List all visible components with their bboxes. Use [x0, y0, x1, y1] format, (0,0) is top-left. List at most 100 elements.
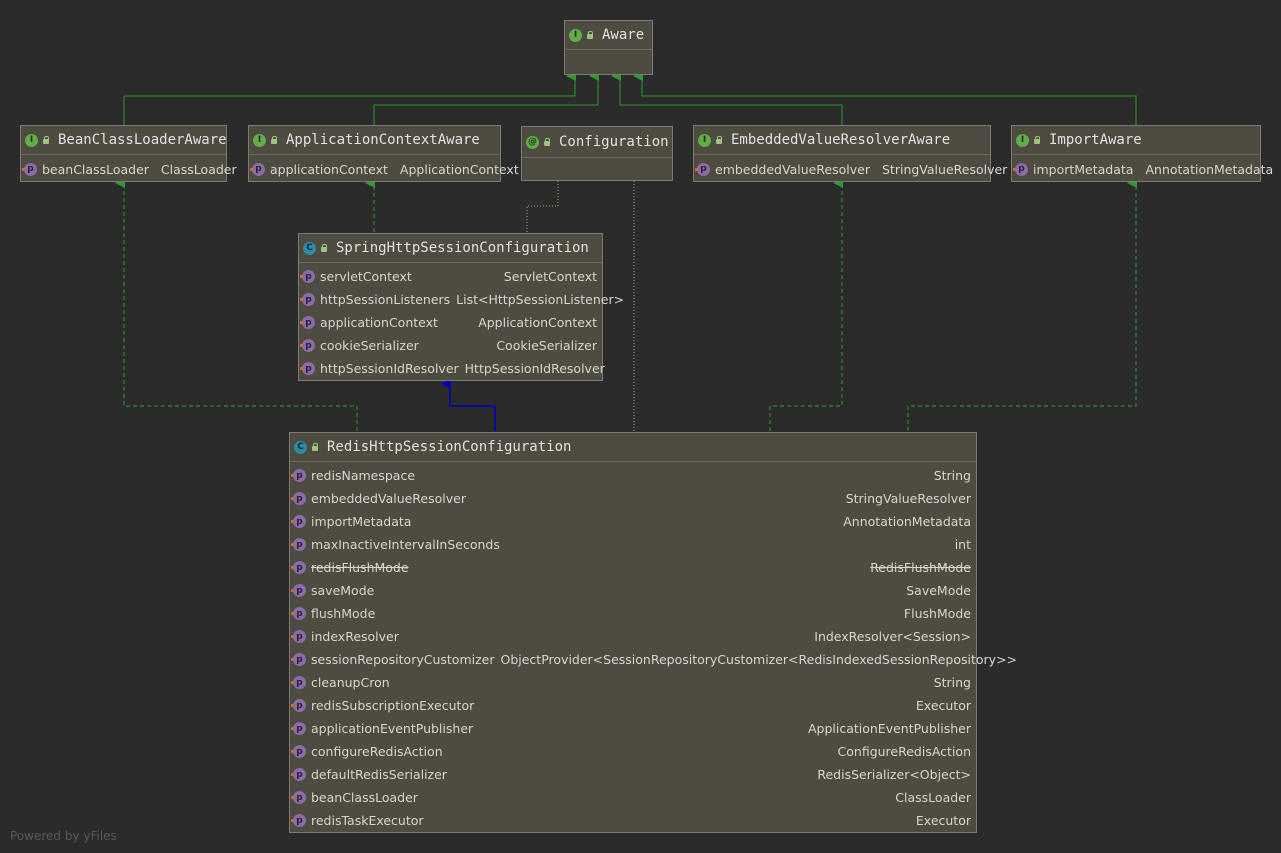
field-row[interactable]: p httpSessionListeners List<HttpSessionLis…: [299, 288, 624, 311]
field-type: ObjectProvider<SessionRepositoryCustomiz…: [500, 652, 1018, 667]
field-type: SaveMode: [906, 583, 971, 598]
field-name: sessionRepositoryCustomizer: [311, 652, 495, 667]
edge-beanclassloaderaware-to-aware: [123, 71, 576, 125]
field-type: String: [933, 468, 971, 483]
annotation-icon: @: [526, 135, 539, 149]
node-embedded-value-resolver-aware-header: I EmbeddedValueResolverAware: [694, 126, 990, 155]
field-type: Executor: [915, 813, 971, 828]
node-aware[interactable]: I Aware: [564, 20, 653, 75]
node-title: Aware: [602, 27, 645, 43]
lock-icon: [543, 138, 551, 146]
lock-icon: [715, 136, 723, 144]
property-icon: p: [291, 676, 306, 689]
property-icon: p: [291, 630, 306, 643]
field-name: importMetadata: [311, 514, 412, 529]
field-row[interactable]: p redisNamespace String: [290, 464, 976, 487]
property-icon: p: [291, 492, 306, 505]
property-icon: p: [250, 162, 265, 176]
field-type: AnnotationMetadata: [843, 514, 971, 529]
node-aware-header: I Aware: [565, 21, 652, 50]
property-icon: p: [291, 607, 306, 620]
field-type: Executor: [915, 698, 971, 713]
node-title: ApplicationContextAware: [286, 132, 480, 148]
node-title: EmbeddedValueResolverAware: [731, 132, 951, 148]
field-type: StringValueResolver: [882, 161, 1008, 177]
edge-redishttpsessionconfiguration-to-beanclassloaderaware: [115, 178, 358, 431]
interface-icon: I: [253, 133, 266, 147]
interface-icon: I: [698, 133, 711, 147]
edge-redishttpsessionconfiguration-extends-springhttpsessionconfiguration: [441, 379, 496, 431]
watermark: Powered by yFiles: [10, 829, 117, 843]
field-type: ApplicationContext: [399, 161, 519, 177]
class-icon: C: [294, 440, 307, 454]
node-configuration-header: @ Configuration: [522, 127, 672, 158]
field-name: indexResolver: [311, 629, 399, 644]
field-name: beanClassLoader: [311, 790, 418, 805]
field-name: httpSessionListeners: [320, 292, 451, 307]
field-type: StringValueResolver: [845, 491, 971, 506]
lock-icon: [320, 244, 328, 252]
property-icon: p: [300, 293, 315, 306]
node-configuration[interactable]: @ Configuration: [521, 126, 673, 181]
field-name: redisTaskExecutor: [311, 813, 424, 828]
field-name: redisNamespace: [311, 468, 416, 483]
property-icon: p: [291, 469, 306, 482]
field-name: redisFlushMode: [311, 560, 409, 575]
field-type: ConfigureRedisAction: [837, 744, 971, 759]
field-type: int: [954, 537, 971, 552]
property-icon: p: [695, 162, 710, 176]
field-type: RedisSerializer<Object>: [817, 767, 971, 782]
property-icon: p: [300, 316, 315, 329]
edge-applicationcontextaware-to-aware: [373, 71, 599, 125]
field-name: httpSessionIdResolver: [320, 361, 459, 376]
interface-icon: I: [569, 28, 582, 42]
property-icon: p: [291, 561, 306, 574]
field-name: embeddedValueResolver: [715, 161, 870, 177]
interface-icon: I: [25, 133, 38, 147]
lock-icon: [586, 31, 594, 39]
property-icon: p: [291, 722, 306, 735]
edge-redishttpsessionconfiguration-to-embeddedvalueresolveraware: [769, 178, 843, 431]
node-title: Configuration: [559, 134, 669, 150]
node-embedded-value-resolver-aware[interactable]: I EmbeddedValueResolverAware p embeddedVa…: [693, 125, 1007, 182]
node-bean-class-loader-aware-header: I BeanClassLoaderAware: [21, 126, 227, 155]
lock-icon: [42, 136, 50, 144]
node-import-aware-header: I ImportAware: [1012, 126, 1260, 155]
node-application-context-aware-header: I ApplicationContextAware: [249, 126, 500, 155]
field-type: List<HttpSessionListener>: [456, 292, 625, 307]
lock-icon: [311, 443, 319, 451]
class-icon: C: [303, 241, 316, 255]
field-row[interactable]: p embeddedValueResolver StringValueResolve…: [694, 157, 1007, 181]
